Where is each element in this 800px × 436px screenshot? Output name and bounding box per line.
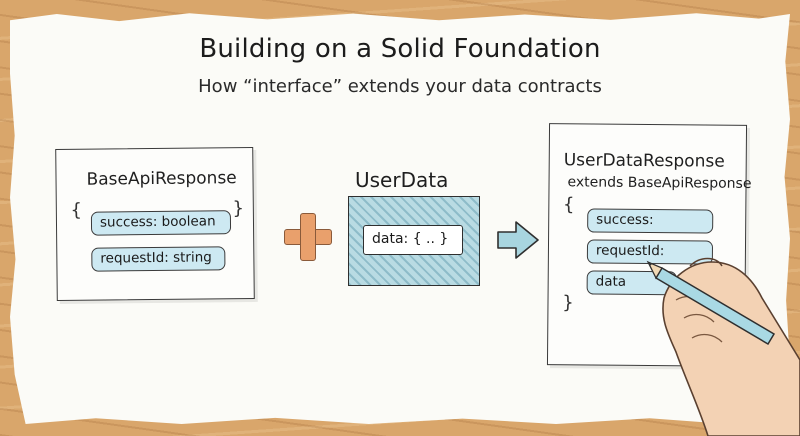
plus-icon-vertical (300, 213, 316, 261)
user-data-field: data: { .. } (363, 225, 463, 255)
diagram-subtitle: How “interface” extends your data contra… (198, 76, 602, 97)
arrow-icon (497, 221, 539, 259)
hand-with-pencil-icon (646, 257, 800, 436)
user-data-title: UserData (355, 168, 449, 192)
diagram-title: Building on a Solid Foundation (199, 34, 601, 64)
user-data-box: data: { .. } (348, 196, 480, 286)
